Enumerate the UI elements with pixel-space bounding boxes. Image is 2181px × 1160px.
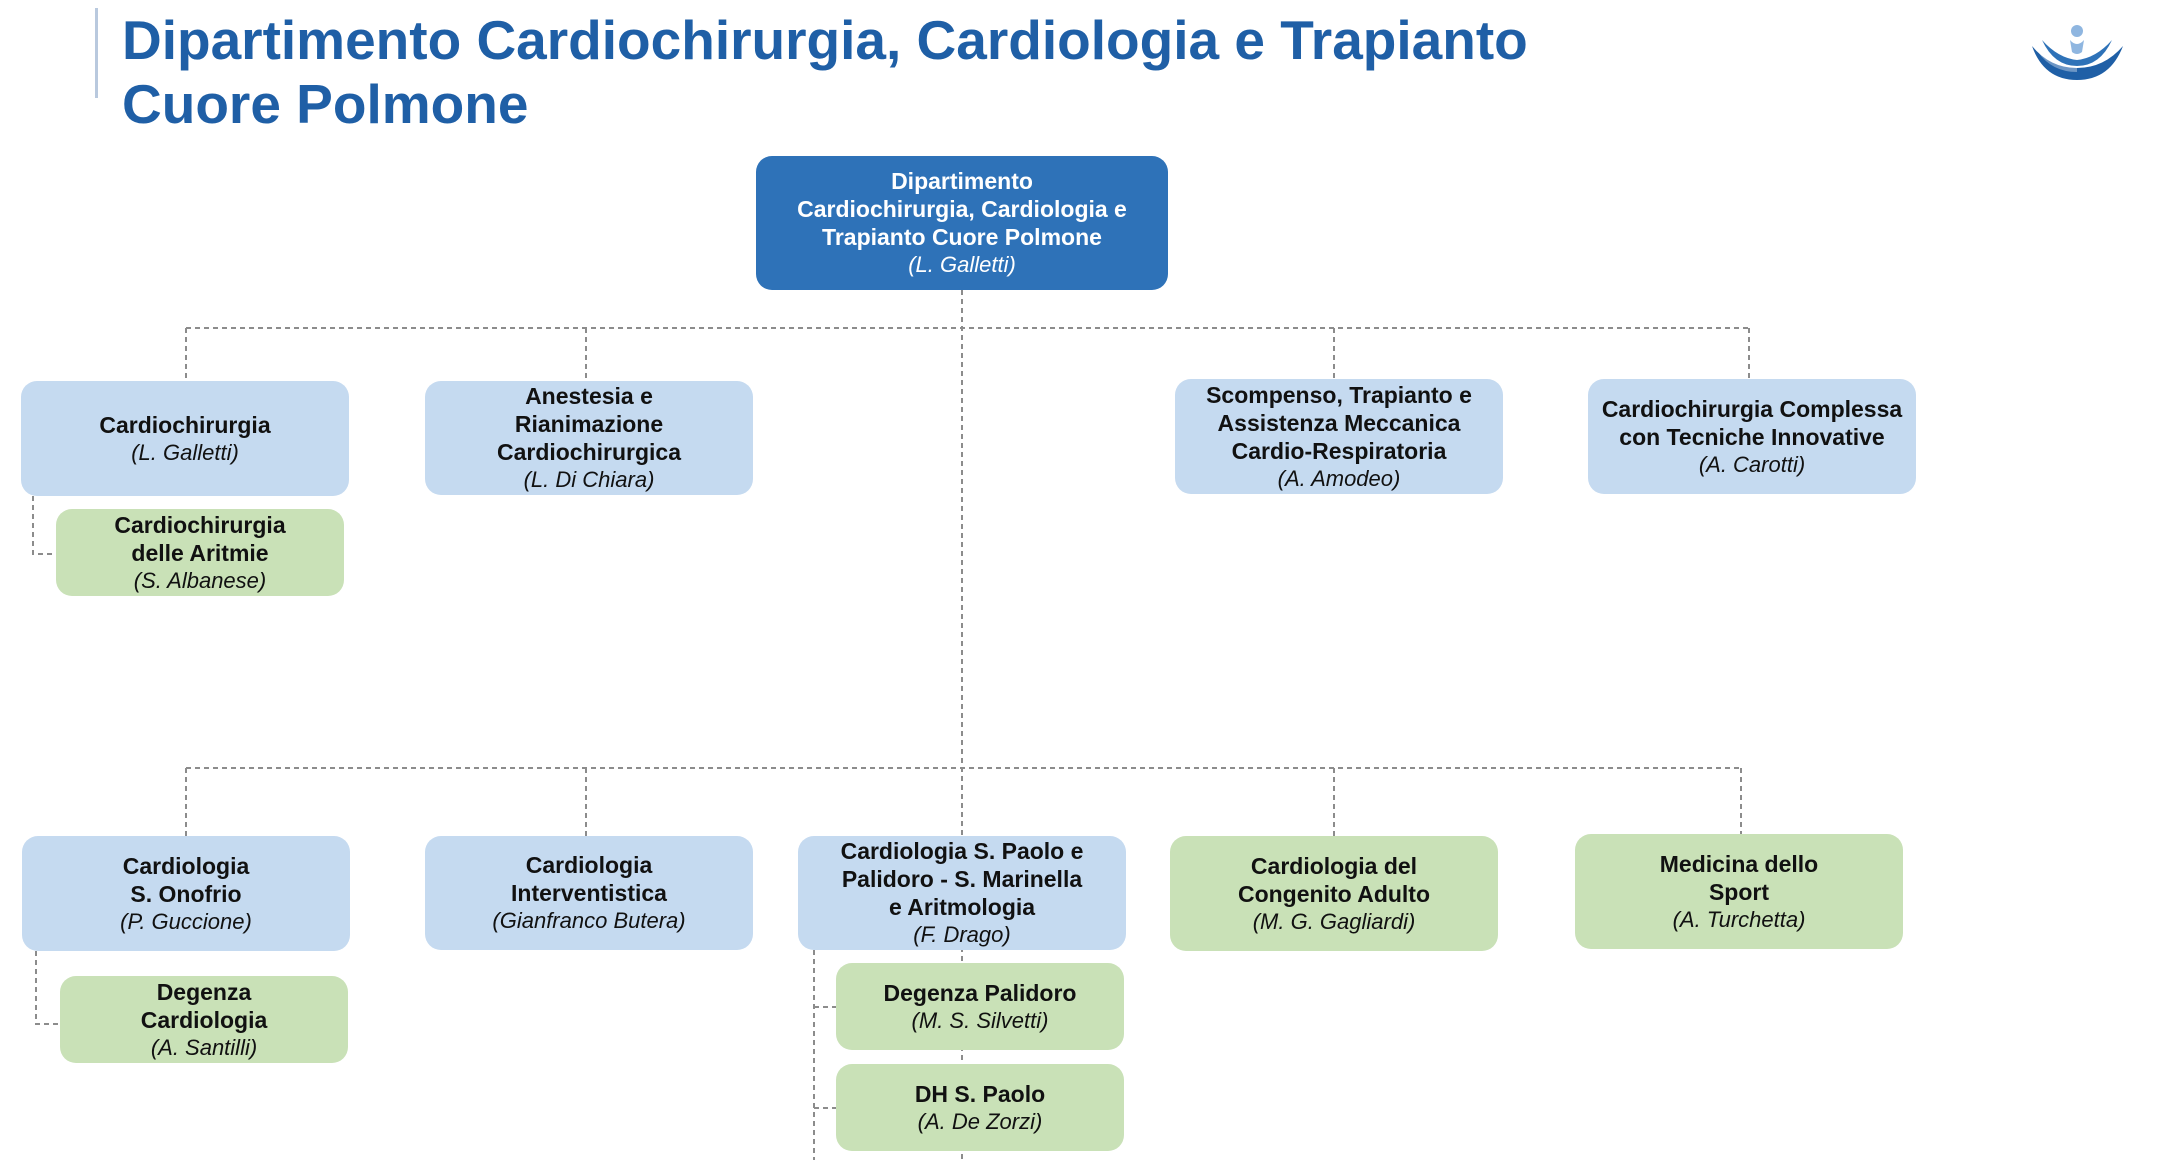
unit-name: Cardiologia S. Onofrio — [122, 852, 250, 907]
unit-box-cardiologia-interventistica[interactable]: Cardiologia Interventistica (Gianfranco … — [425, 836, 753, 950]
page-title: Dipartimento Cardiochirurgia, Cardiologi… — [122, 8, 1528, 136]
unit-name: Cardiologia del Congenito Adulto — [1237, 852, 1431, 907]
subunit-box-dh-san-paolo[interactable]: DH S. Paolo (A. De Zorzi) — [836, 1064, 1124, 1151]
unit-name: Cardiologia S. Paolo e Palidoro - S. Mar… — [840, 838, 1084, 920]
unit-head: (A. Carotti) — [1698, 451, 1806, 477]
department-name: Dipartimento Cardiochirurgia, Cardiologi… — [797, 168, 1127, 250]
unit-box-congenito-adulto[interactable]: Cardiologia del Congenito Adulto (M. G. … — [1170, 836, 1498, 951]
hands-holding-person-logo-icon — [2032, 25, 2123, 80]
subunit-name: Degenza Palidoro — [883, 979, 1077, 1006]
page-title-line-2: Cuore Polmone — [122, 73, 529, 135]
unit-head: (A. Turchetta) — [1672, 906, 1806, 932]
subunit-name: DH S. Paolo — [914, 1080, 1046, 1107]
title-accent-bar — [95, 8, 98, 98]
unit-head: (P. Guccione) — [120, 908, 252, 934]
subunit-head: (A. Santilli) — [150, 1034, 258, 1060]
subunit-head: (A. De Zorzi) — [917, 1108, 1043, 1134]
unit-box-cardiochirurgia[interactable]: Cardiochirurgia (L. Galletti) — [21, 381, 349, 496]
subunit-box-aritmie[interactable]: Cardiochirurgia delle Aritmie (S. Albane… — [56, 509, 344, 596]
unit-head: (F. Drago) — [913, 922, 1011, 947]
unit-box-scompenso-trapianto[interactable]: Scompenso, Trapianto e Assistenza Meccan… — [1175, 379, 1503, 494]
subunit-name: Cardiochirurgia delle Aritmie — [114, 511, 286, 566]
unit-box-cardiochirurgia-complessa[interactable]: Cardiochirurgia Complessa con Tecniche I… — [1588, 379, 1916, 494]
subunit-box-degenza-cardiologia[interactable]: Degenza Cardiologia (A. Santilli) — [60, 976, 348, 1063]
sub-connector — [35, 951, 60, 1025]
unit-name: Cardiochirurgia Complessa con Tecniche I… — [1601, 395, 1903, 450]
unit-name: Scompenso, Trapianto e Assistenza Meccan… — [1206, 381, 1472, 464]
department-box[interactable]: Dipartimento Cardiochirurgia, Cardiologi… — [756, 156, 1168, 290]
unit-box-medicina-sport[interactable]: Medicina dello Sport (A. Turchetta) — [1575, 834, 1903, 949]
page-title-line-1: Dipartimento Cardiochirurgia, Cardiologi… — [122, 9, 1528, 71]
subunit-box-degenza-palidoro[interactable]: Degenza Palidoro (M. S. Silvetti) — [836, 963, 1124, 1050]
sub-connector — [32, 496, 56, 555]
unit-head: (L. Galletti) — [131, 439, 239, 465]
unit-box-cardiologia-san-paolo[interactable]: Cardiologia S. Paolo e Palidoro - S. Mar… — [798, 836, 1126, 950]
subunit-head: (S. Albanese) — [133, 567, 267, 593]
unit-name: Medicina dello Sport — [1659, 850, 1819, 905]
unit-head: (Gianfranco Butera) — [492, 908, 686, 933]
unit-box-cardiologia-onofrio[interactable]: Cardiologia S. Onofrio (P. Guccione) — [22, 836, 350, 951]
unit-head: (M. G. Gagliardi) — [1252, 908, 1416, 934]
unit-name: Anestesia e Rianimazione Cardiochirurgic… — [496, 383, 682, 465]
subunit-name: Degenza Cardiologia — [140, 978, 268, 1033]
unit-name: Cardiochirurgia — [99, 411, 271, 438]
unit-head: (A. Amodeo) — [1277, 465, 1401, 491]
unit-head: (L. Di Chiara) — [523, 467, 655, 492]
unit-name: Cardiologia Interventistica — [511, 852, 667, 906]
department-head: (L. Galletti) — [908, 252, 1016, 277]
unit-box-anestesia[interactable]: Anestesia e Rianimazione Cardiochirurgic… — [425, 381, 753, 495]
subunit-head: (M. S. Silvetti) — [911, 1007, 1049, 1033]
